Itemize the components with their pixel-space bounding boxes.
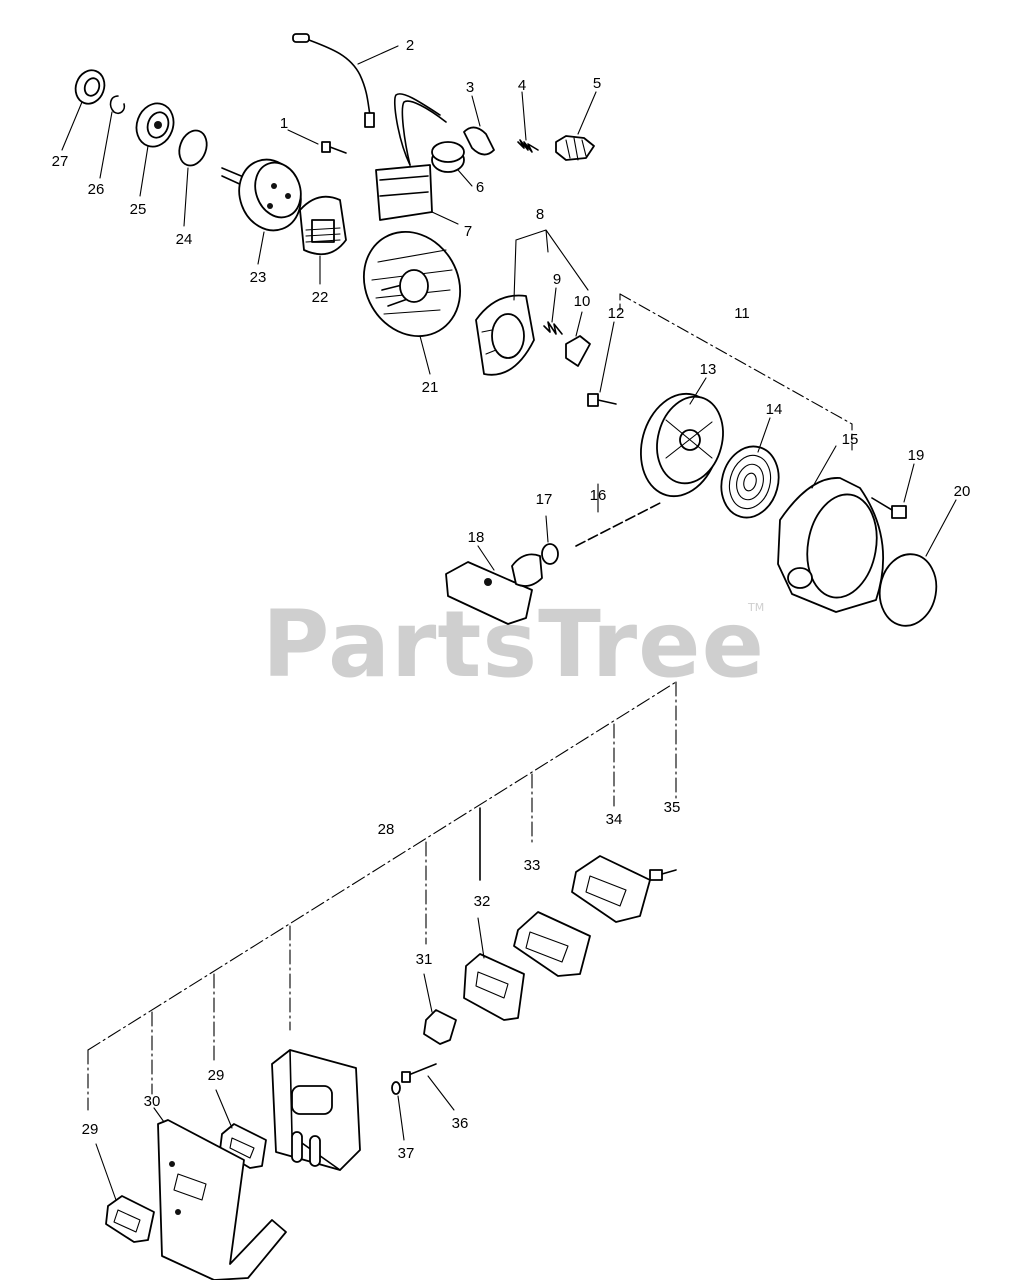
part-6-cap [431, 141, 465, 173]
callout-24: 24 [176, 231, 193, 248]
part-37-washer [391, 1081, 401, 1095]
callout-19: 19 [908, 447, 925, 464]
part-32-gasket-plate [463, 953, 525, 1021]
part-16-starter-rope [575, 501, 663, 547]
part-35-screw [649, 869, 677, 881]
callout-1: 1 [280, 115, 288, 132]
part-13-reel-pulley [640, 392, 724, 498]
part-31-plate [423, 1009, 457, 1045]
callout-16: 16 [590, 487, 607, 504]
callout-4: 4 [518, 77, 526, 94]
part-2-wire [292, 33, 375, 128]
part-26-snap-ring [109, 95, 126, 115]
part-30-heat-shield [157, 1119, 287, 1280]
part-5-terminal [555, 135, 595, 161]
part-29-gasket-lower [105, 1195, 155, 1243]
part-21-flywheel [362, 230, 462, 338]
callout-17: 17 [536, 491, 553, 508]
callout-28: 28 [378, 821, 395, 838]
part-9-spring [543, 321, 563, 335]
part-17-bushing [541, 543, 559, 565]
callout-5: 5 [593, 75, 601, 92]
callout-22: 22 [312, 289, 329, 306]
callout-30: 30 [144, 1093, 161, 1110]
callout-8: 8 [536, 206, 544, 223]
callout-27: 27 [52, 153, 69, 170]
callout-25: 25 [130, 201, 147, 218]
part-27-oil-seal [74, 69, 106, 105]
callout-10: 10 [574, 293, 591, 310]
part-12-bolt [587, 393, 617, 407]
part-19-bolt [871, 497, 907, 519]
muffler-body [271, 1049, 361, 1171]
part-25-bearing [135, 102, 175, 148]
part-15-starter-case [777, 477, 885, 613]
part-8-ratchet-plate [475, 294, 535, 376]
part-14-recoil-spring [720, 445, 780, 519]
part-3-boot [463, 126, 495, 156]
callout-23: 23 [250, 269, 267, 286]
part-24-retaining-ring [178, 129, 208, 167]
part-22-clutch-shoe [299, 195, 347, 256]
callout-29-upper: 29 [208, 1067, 225, 1084]
part-34-gasket [571, 855, 651, 923]
part-20-cover-plate [878, 553, 938, 627]
callout-35: 35 [664, 799, 681, 816]
callout-33: 33 [524, 857, 541, 874]
watermark-trademark: TM [747, 601, 764, 614]
callout-2: 2 [406, 37, 414, 54]
part-1-screw [321, 141, 347, 154]
callout-14: 14 [766, 401, 783, 418]
callout-34: 34 [606, 811, 623, 828]
callout-9: 9 [553, 271, 561, 288]
callout-29-lower: 29 [82, 1121, 99, 1138]
callout-20: 20 [954, 483, 971, 500]
part-4-spring [517, 139, 539, 153]
part-23-clutch-drum [221, 158, 302, 232]
part-10-pawl [565, 335, 591, 367]
callout-labels: 1 2 3 4 5 6 7 8 9 10 11 12 13 14 15 16 1… [52, 37, 971, 1162]
callout-37: 37 [398, 1145, 415, 1162]
callout-3: 3 [466, 79, 474, 96]
callout-32: 32 [474, 893, 491, 910]
part-18-starter-handle [445, 553, 543, 625]
callout-6: 6 [476, 179, 484, 196]
callout-13: 13 [700, 361, 717, 378]
callout-21: 21 [422, 379, 439, 396]
callout-11: 11 [734, 305, 750, 322]
callout-26: 26 [88, 181, 105, 198]
part-33-gasket [513, 911, 591, 977]
part-36-bolt [401, 1063, 437, 1083]
callout-31: 31 [416, 951, 433, 968]
callout-15: 15 [842, 431, 859, 448]
callout-12: 12 [608, 305, 625, 322]
callout-36: 36 [452, 1115, 469, 1132]
leader-lines [61, 45, 957, 1201]
callout-7: 7 [464, 223, 472, 240]
callout-18: 18 [468, 529, 485, 546]
